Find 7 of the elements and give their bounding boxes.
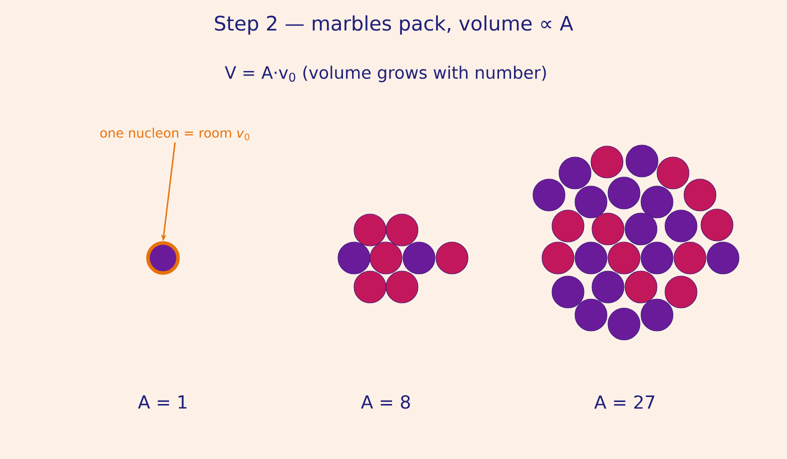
title: Step 2 — marbles pack, volume ∝ A bbox=[215, 15, 574, 35]
formula-text: V = A·v$_{0}$ (volume grows with number) bbox=[224, 66, 546, 82]
count-label: A = 1 bbox=[138, 395, 186, 409]
nucleon-circle bbox=[146, 241, 180, 275]
annotation-text: one nucleon = room v$_{0}$ bbox=[100, 128, 250, 140]
count-label: A = 27 bbox=[594, 395, 654, 409]
count-label: A = 8 bbox=[361, 395, 410, 409]
